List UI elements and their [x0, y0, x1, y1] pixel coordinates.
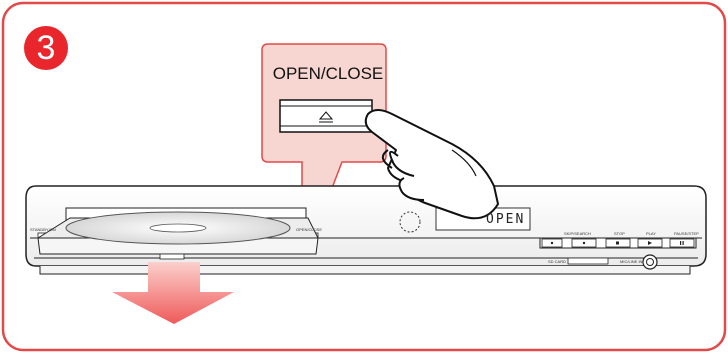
step-number-badge: 3 [24, 26, 68, 70]
hand-pointer [364, 109, 499, 220]
skip-label: SKIP/SEARCH [564, 231, 591, 236]
sd-card-label: SD CARD [548, 259, 567, 264]
callout-eject-button[interactable] [279, 99, 373, 133]
display-readout: OPEN [486, 212, 526, 227]
eject-icon [318, 111, 334, 123]
pause-button[interactable] [669, 238, 695, 248]
open-close-label: OPEN/CLOSE [296, 227, 323, 232]
mic-jack[interactable] [642, 254, 658, 270]
eject-direction-arrow [112, 262, 234, 324]
standby-label: STANDBY/ON [30, 227, 56, 232]
disc-tray [36, 211, 319, 260]
callout-title: OPEN/CLOSE [272, 64, 384, 83]
stop-label: STOP [614, 231, 625, 236]
mic-label: MIC/LINE IN [620, 259, 643, 264]
ir-sensor [399, 211, 421, 233]
front-buttons [541, 238, 695, 248]
play-label: PLAY [646, 231, 656, 236]
pause-label: PAUSE/STEP [674, 231, 699, 236]
sd-card-slot[interactable] [567, 257, 609, 265]
